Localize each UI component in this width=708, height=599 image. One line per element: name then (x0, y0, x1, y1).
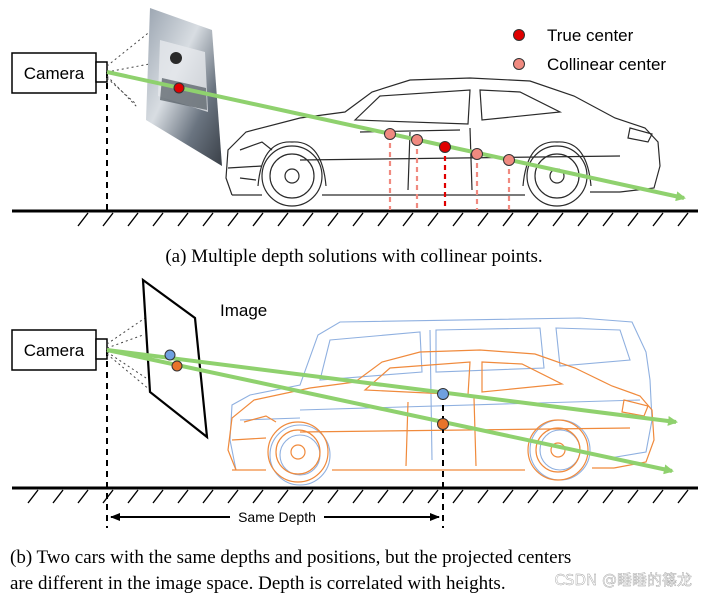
legend-a: True center Collinear center (513, 26, 666, 74)
caption-b-line2: are different in the image space. Depth … (10, 573, 506, 594)
camera-b: Camera (11, 329, 108, 528)
image-true-center-point (173, 82, 185, 94)
image-orange-center-point (171, 360, 183, 372)
legend-true-center-marker (513, 29, 525, 41)
collinear-center-point (503, 154, 515, 166)
collinear-center-point (471, 148, 483, 160)
same-depth-arrow: Same Depth (110, 508, 440, 526)
collinear-center-point (384, 128, 396, 140)
center-points-b (164, 349, 449, 430)
ground-a (12, 209, 698, 227)
ray-b-orange (106, 348, 674, 475)
panel-b: Camera Image (10, 277, 698, 594)
depth-lines-a (388, 134, 511, 210)
camera-a: Camera (11, 52, 108, 210)
same-depth-label: Same Depth (238, 509, 316, 525)
image-label-b: Image (220, 301, 267, 320)
car-outline-orange (227, 349, 655, 483)
ray-b-blue (106, 348, 678, 426)
image-blue-center-point (164, 349, 176, 361)
ground-b (12, 486, 698, 504)
true-center-point (439, 141, 451, 153)
legend-collinear-center-marker (513, 58, 525, 70)
caption-a: (a) Multiple depth solutions with collin… (165, 246, 542, 267)
collinear-points-a (173, 82, 515, 166)
camera-label-b: Camera (24, 341, 85, 360)
watermark: CSDN @睡睡的篠龙 (554, 571, 692, 589)
blue-car-center-point (437, 388, 449, 400)
orange-car-center-point (437, 418, 449, 430)
panel-a: Camera (11, 8, 698, 267)
frustum-b (106, 317, 151, 391)
car-outline-a (225, 77, 661, 207)
car-outline-blue (229, 317, 653, 486)
frustum-a (106, 29, 161, 109)
legend-true-center-label: True center (547, 26, 634, 45)
caption-b-line1: (b) Two cars with the same depths and po… (10, 547, 571, 568)
collinear-center-point (411, 134, 423, 146)
camera-label-a: Camera (24, 64, 85, 83)
legend-collinear-center-label: Collinear center (547, 55, 666, 74)
